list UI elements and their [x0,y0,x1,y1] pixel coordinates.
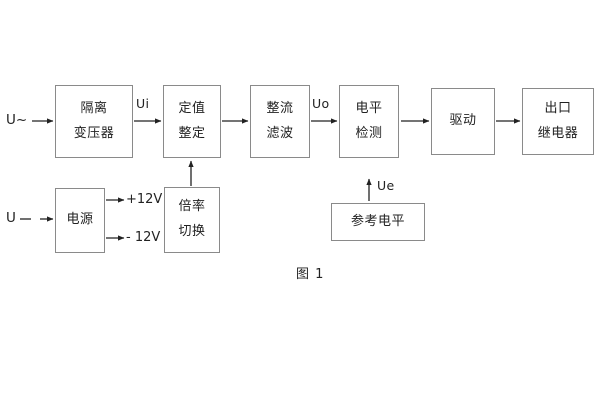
block-line: 切换 [178,224,206,239]
block-rectify-filter[interactable]: 整流 滤波 [250,85,310,158]
block-power-supply[interactable]: 电源 [55,188,105,253]
block-line: 定值 [178,100,206,116]
negative-12v-label: - 12V [126,230,161,245]
block-line: 电源 [66,212,94,228]
ui-signal-label: Ui [136,96,150,111]
block-drive[interactable]: 驱动 [431,88,495,155]
block-line: 参考电平 [350,213,405,229]
positive-12v-label: +12V [126,192,163,207]
block-isolation-transformer[interactable]: 隔离 变压器 [55,85,133,158]
ue-signal-label: Ue [377,178,395,193]
block-line: 滤波 [266,125,294,141]
block-level-detect[interactable]: 电平 检测 [339,85,399,158]
block-line: 变压器 [73,125,115,141]
block-output-relay[interactable]: 出口 继电器 [522,88,594,155]
block-line: 电平 [355,100,383,116]
block-multiplier-switch[interactable]: 倍率 切换 [164,187,220,253]
block-line: 继电器 [537,125,579,141]
block-line: 出口 [544,100,572,116]
block-line: 整定 [178,125,206,141]
uo-signal-label: Uo [312,96,330,111]
block-reference-level[interactable]: 参考电平 [331,203,425,241]
block-setpoint-adjust[interactable]: 定值 整定 [163,85,221,158]
block-line: 检测 [355,125,383,141]
ac-input-label: U~ [6,112,28,128]
block-line: 驱动 [449,113,477,129]
block-line: 隔离 [80,100,108,116]
figure-caption: 图 1 [296,267,325,282]
dc-input-label: U [6,210,16,226]
block-line: 整流 [266,100,294,116]
block-line: 倍率 [178,199,206,215]
